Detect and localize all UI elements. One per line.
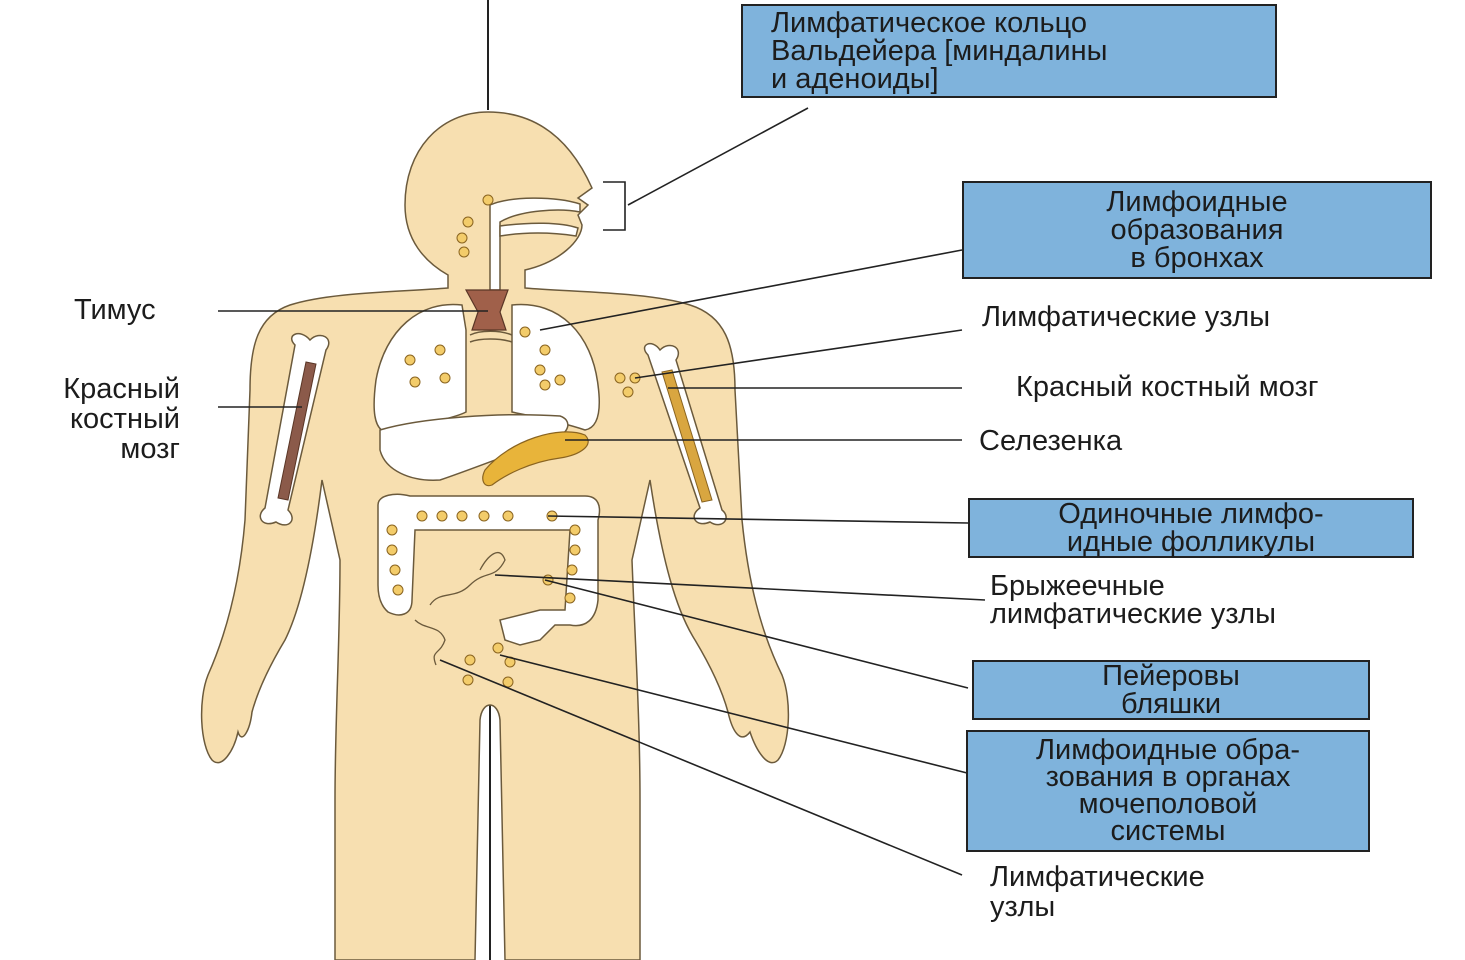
label-line: Лимфоидные обра- bbox=[968, 737, 1368, 764]
label-mesenteric-nodes: Брыжеечные лимфатические узлы bbox=[990, 572, 1276, 628]
label-line: образования bbox=[964, 216, 1430, 244]
label-bronchial-lymphoid: Лимфоидные образования в бронхах bbox=[962, 181, 1432, 279]
label-line: бляшки bbox=[974, 690, 1368, 718]
label-line: в бронхах bbox=[964, 244, 1430, 272]
label-spleen: Селезенка bbox=[979, 426, 1122, 456]
label-line: лимфатические узлы bbox=[990, 600, 1276, 628]
label-urogenital-lymphoid: Лимфоидные обра- зования в органах мочеп… bbox=[966, 730, 1370, 852]
label-line: зования в органах bbox=[968, 764, 1368, 791]
label-line: Брыжеечные bbox=[990, 572, 1276, 600]
label-thymus: Тимус bbox=[74, 295, 156, 325]
label-red-marrow-right: Красный костный мозг bbox=[1016, 372, 1318, 402]
label-line: Лимфатические bbox=[990, 862, 1205, 892]
label-line: Одиночные лимфо- bbox=[970, 500, 1412, 528]
label-solitary-follicles: Одиночные лимфо- идные фолликулы bbox=[968, 498, 1414, 558]
label-line: системы bbox=[968, 818, 1368, 845]
label-line: костный bbox=[18, 404, 180, 434]
label-peyer-patches: Пейеровы бляшки bbox=[972, 660, 1370, 720]
label-lymph-nodes-upper: Лимфатические узлы bbox=[982, 302, 1270, 332]
label-line: Пейеровы bbox=[974, 662, 1368, 690]
label-lymph-nodes-lower: Лимфатические узлы bbox=[990, 862, 1205, 922]
label-waldeyer-ring: Лимфатическое кольцо Вальдейера [миндали… bbox=[741, 4, 1277, 98]
label-line: идные фолликулы bbox=[970, 528, 1412, 556]
label-line: Вальдейера [миндалины bbox=[771, 37, 1275, 65]
label-line: Лимфатическое кольцо bbox=[771, 9, 1275, 37]
label-line: мозг bbox=[18, 434, 180, 464]
label-red-marrow-left: Красный костный мозг bbox=[18, 374, 180, 464]
label-line: Лимфоидные bbox=[964, 188, 1430, 216]
label-line: и аденоиды] bbox=[771, 65, 1275, 93]
label-line: Красный bbox=[18, 374, 180, 404]
label-line: узлы bbox=[990, 892, 1205, 922]
label-line: мочеполовой bbox=[968, 791, 1368, 818]
